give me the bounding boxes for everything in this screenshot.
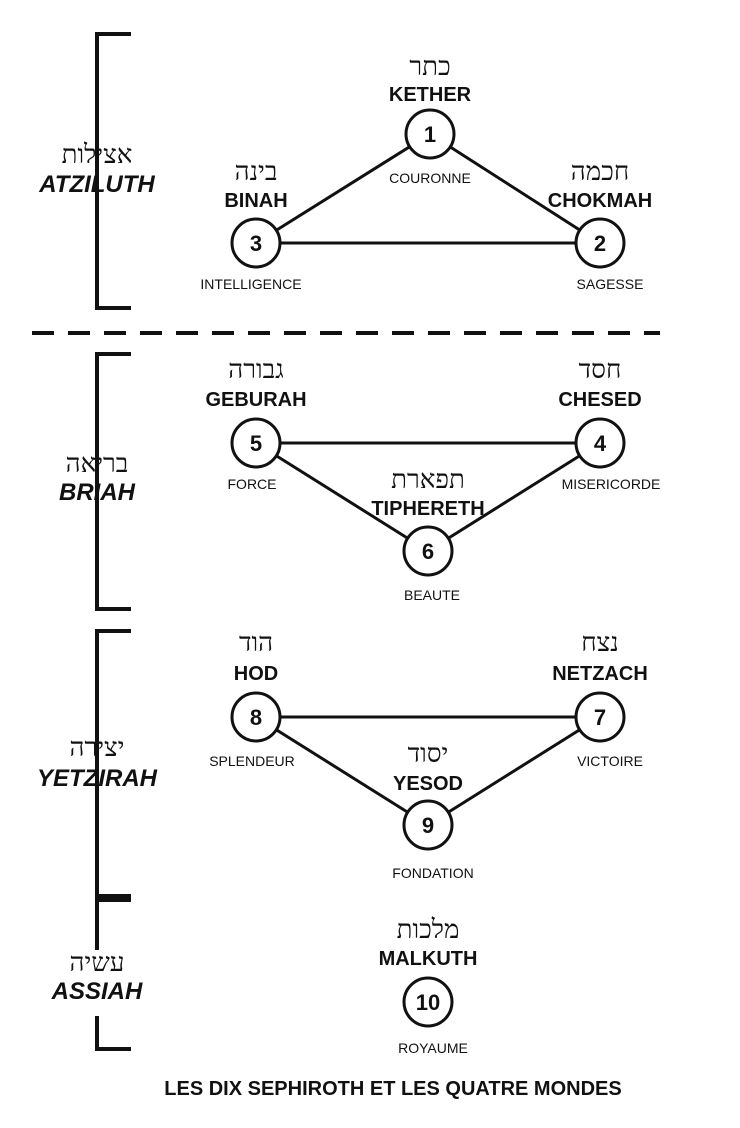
world-yetzirah-latin: YETZIRAH bbox=[37, 765, 158, 792]
world-assiah-latin: ASSIAH bbox=[51, 978, 143, 1005]
sephirah-meaning: COURONNE bbox=[389, 170, 471, 186]
sephirah-circle bbox=[574, 691, 626, 743]
sephirah-meaning: SAGESSE bbox=[577, 276, 644, 292]
sephirah-chesed: חסד CHESED 4 MISERICORDE bbox=[558, 355, 660, 492]
sephirah-yesod: יסוד YESOD 9 FONDATION bbox=[392, 739, 473, 881]
bracket-briah bbox=[95, 352, 131, 611]
sephirah-circle bbox=[402, 799, 454, 851]
world-brackets bbox=[95, 32, 131, 1051]
sephirah-meaning: FONDATION bbox=[392, 865, 473, 881]
sephirah-circle bbox=[230, 691, 282, 743]
sephirah-circle bbox=[402, 976, 454, 1028]
path-7-9 bbox=[427, 715, 601, 827]
sephirah-number: 7 bbox=[594, 705, 606, 730]
sephirah-kether: כתר KETHER 1 COURONNE bbox=[389, 52, 472, 186]
sephirah-number: 5 bbox=[250, 431, 262, 456]
sephirah-meaning: SPLENDEUR bbox=[209, 753, 295, 769]
sephirah-name: CHESED bbox=[558, 389, 641, 411]
sephirah-hebrew: מלכות bbox=[397, 915, 460, 945]
sephirah-hebrew: גבורה bbox=[228, 355, 284, 385]
sephirah-circle bbox=[230, 217, 282, 269]
sephirah-number: 10 bbox=[416, 990, 440, 1015]
sephirah-meaning: FORCE bbox=[228, 476, 277, 492]
sephirah-binah: בינה BINAH 3 INTELLIGENCE bbox=[200, 157, 301, 292]
sephirah-number: 8 bbox=[250, 705, 262, 730]
sephirah-malkuth: מלכות MALKUTH 10 ROYAUME bbox=[379, 915, 478, 1056]
path-4-6 bbox=[427, 441, 601, 553]
bracket-assiah-bottom bbox=[95, 1016, 131, 1051]
sephirah-name: TIPHERETH bbox=[371, 498, 484, 520]
sephirah-name: GEBURAH bbox=[205, 389, 306, 411]
world-atziluth-latin: ATZILUTH bbox=[38, 171, 155, 198]
path-1-2 bbox=[429, 132, 601, 245]
sephirah-number: 3 bbox=[250, 231, 262, 256]
sephirah-circle bbox=[402, 525, 454, 577]
sephirah-meaning: ROYAUME bbox=[398, 1040, 468, 1056]
sephirah-number: 2 bbox=[594, 231, 606, 256]
world-assiah-hebrew: עשיה bbox=[70, 948, 125, 978]
sephirah-meaning: VICTOIRE bbox=[577, 753, 643, 769]
sephirah-name: MALKUTH bbox=[379, 948, 478, 970]
sephirah-number: 6 bbox=[422, 539, 434, 564]
sephirah-hebrew: הוד bbox=[239, 628, 273, 658]
sephirah-circle bbox=[574, 217, 626, 269]
sephirah-meaning: INTELLIGENCE bbox=[200, 276, 301, 292]
sephirah-netzach: נצח NETZACH 7 VICTOIRE bbox=[552, 628, 648, 769]
sephirah-circle bbox=[404, 108, 456, 160]
path-5-6 bbox=[255, 441, 429, 553]
sephirah-circle bbox=[574, 417, 626, 469]
sephirah-name: KETHER bbox=[389, 84, 472, 106]
world-briah-latin: BRIAH bbox=[59, 479, 136, 506]
bracket-yetzirah bbox=[95, 629, 131, 898]
sephirah-name: NETZACH bbox=[552, 663, 648, 685]
sephirah-name: CHOKMAH bbox=[548, 190, 652, 212]
sephirah-hebrew: חסד bbox=[579, 355, 622, 385]
sephirah-hebrew: תפארת bbox=[391, 465, 465, 495]
sephirah-meaning: BEAUTE bbox=[404, 587, 460, 603]
sephirah-hebrew: כתר bbox=[409, 52, 450, 82]
sephirah-name: YESOD bbox=[393, 773, 463, 795]
sephirah-tiphereth: תפארת TIPHERETH 6 BEAUTE bbox=[371, 465, 484, 603]
bracket-assiah bbox=[95, 898, 131, 950]
sephirah-hebrew: יסוד bbox=[408, 739, 449, 769]
diagram-caption: LES DIX SEPHIROTH ET LES QUATRE MONDES bbox=[164, 1078, 621, 1100]
sephirah-geburah: גבורה GEBURAH 5 FORCE bbox=[205, 355, 306, 492]
sephirah-hod: הוד HOD 8 SPLENDEUR bbox=[209, 628, 295, 769]
sephirah-number: 4 bbox=[594, 431, 607, 456]
sephirah-hebrew: נצח bbox=[581, 628, 618, 658]
sephirah-meaning: MISERICORDE bbox=[562, 476, 661, 492]
sephirah-number: 1 bbox=[424, 122, 436, 147]
sephirah-chokmah: חכמה CHOKMAH 2 SAGESSE bbox=[548, 157, 652, 292]
bracket-atziluth bbox=[95, 32, 131, 310]
sephirah-number: 9 bbox=[422, 813, 434, 838]
world-briah-hebrew: בריאה bbox=[66, 449, 129, 479]
sephirah-name: BINAH bbox=[224, 190, 287, 212]
world-yetzirah-hebrew: יצירה bbox=[70, 733, 125, 763]
sephirah-circle bbox=[230, 417, 282, 469]
path-1-3 bbox=[255, 132, 431, 245]
world-atziluth-hebrew: אצילות bbox=[62, 140, 133, 170]
path-8-9 bbox=[255, 715, 429, 827]
paths bbox=[255, 132, 601, 827]
sephirah-hebrew: בינה bbox=[235, 157, 278, 187]
sephirah-name: HOD bbox=[234, 663, 278, 685]
world-labels: אצילות ATZILUTH בריאה BRIAH יצירה YETZIR… bbox=[37, 140, 158, 1005]
sephirah-hebrew: חכמה bbox=[571, 157, 629, 187]
